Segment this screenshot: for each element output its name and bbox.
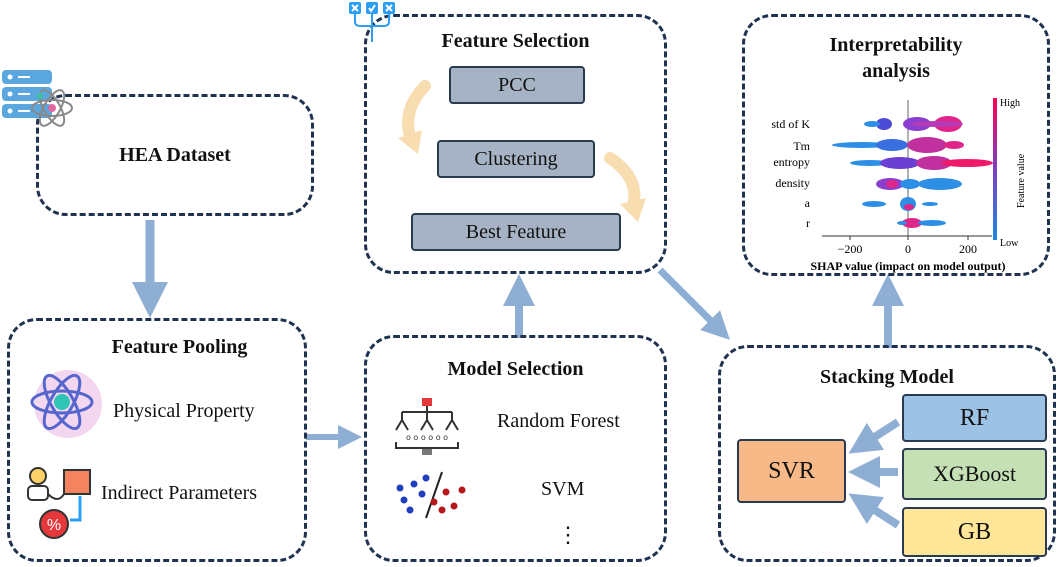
hea-dataset-title: HEA Dataset	[119, 144, 231, 166]
shap-tick-neg200: −200	[838, 242, 863, 256]
hea-dataset-box	[36, 94, 314, 216]
interpretability-title-line2: analysis	[862, 60, 930, 82]
more-models-ellipsis: ⋮	[557, 522, 579, 547]
indirect-parameters-label: Indirect Parameters	[101, 482, 258, 504]
model-selection-title: Model Selection	[447, 358, 584, 380]
shap-tick-200: 200	[959, 242, 977, 256]
stacking-model-title: Stacking Model	[820, 366, 954, 388]
shap-feature-density: density	[775, 176, 810, 190]
shap-colorbar-low: Low	[1000, 238, 1019, 249]
stacking-model-box	[718, 345, 1056, 562]
svg-text:%: %	[47, 517, 61, 534]
feature-pooling-box	[7, 318, 307, 562]
shap-feature-std-of-k: std of K	[771, 117, 810, 131]
shap-dots-a	[862, 197, 938, 211]
svg-text:o o o o o o: o o o o o o	[406, 433, 448, 442]
arrow-gb-to-svr	[848, 493, 901, 529]
arrow-rf-to-svr	[848, 418, 901, 454]
random-forest-label: Random Forest	[497, 410, 620, 432]
shap-feature-tm: Tm	[793, 139, 810, 153]
interpretability-box	[742, 14, 1050, 276]
shap-dots-std-of-k	[864, 116, 963, 132]
xgboost-base-model: XGBoost	[902, 448, 1047, 500]
shap-dots-density	[876, 178, 962, 190]
feature-selection-box	[364, 14, 667, 274]
curved-arrows	[398, 80, 646, 222]
shap-colorbar-high: High	[1000, 98, 1020, 109]
svm-label: SVM	[541, 478, 585, 500]
interpretability-title-line1: Interpretability	[829, 34, 963, 56]
pcc-step: PCC	[449, 66, 585, 104]
filter-icon	[349, 2, 395, 42]
model-selection-box	[364, 335, 667, 562]
shap-colorbar-label: Feature value	[1016, 153, 1027, 208]
arrow-selection-to-stacking	[657, 267, 730, 340]
shap-dots-entropy	[850, 156, 993, 170]
svm-scatter-icon	[396, 471, 466, 519]
shap-x-label: SHAP value (impact on model output)	[810, 259, 1005, 273]
physical-property-label: Physical Property	[113, 400, 255, 422]
feature-selection-title: Feature Selection	[441, 30, 590, 52]
shap-feature-r: r	[806, 216, 810, 230]
clustering-step: Clustering	[437, 140, 595, 178]
atom-icon	[30, 370, 102, 438]
shap-dots-tm	[832, 137, 964, 153]
indirect-parameters-icon: %	[27, 467, 91, 539]
svr-meta-learner: SVR	[737, 439, 846, 503]
shap-feature-a: a	[805, 196, 811, 210]
shap-tick-0: 0	[905, 242, 911, 256]
shap-summary-plot: −200 0 200 SHAP value (impact on model o…	[771, 98, 1027, 273]
gb-base-model: GB	[902, 507, 1047, 557]
shap-colorbar	[993, 98, 997, 240]
decision-tree-icon: o o o o o o	[395, 398, 459, 455]
database-server-icon	[2, 70, 73, 127]
best-feature-step: Best Feature	[411, 213, 621, 251]
curve-arrow-right	[604, 152, 641, 214]
shap-dots-r	[897, 218, 946, 228]
feature-pooling-title: Feature Pooling	[111, 336, 248, 358]
rf-base-model: RF	[902, 394, 1047, 442]
shap-feature-entropy: entropy	[773, 155, 810, 169]
